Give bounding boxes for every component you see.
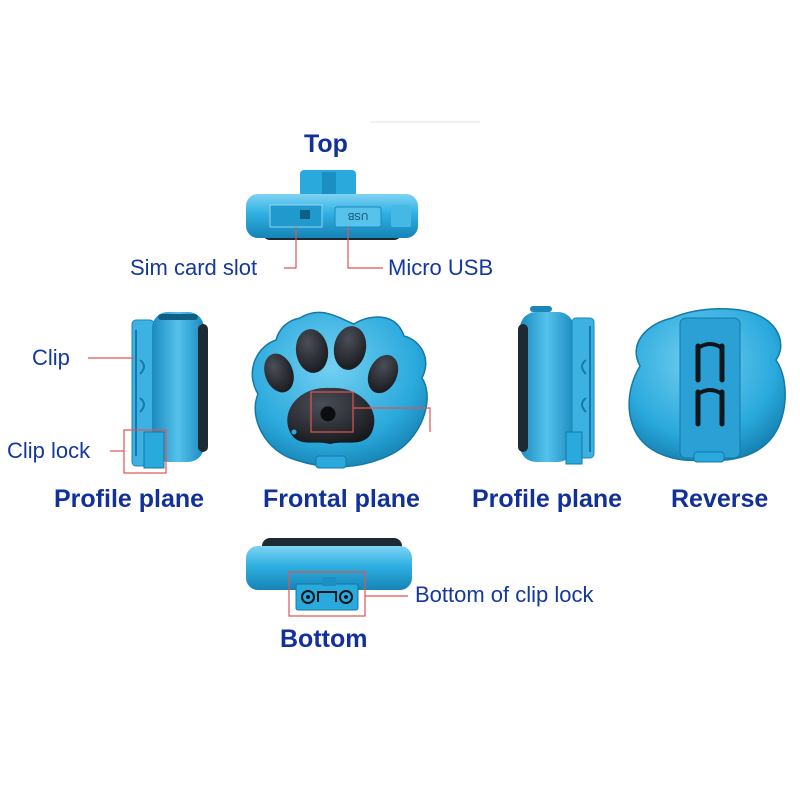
- view-title-frontal: Frontal plane: [263, 485, 420, 513]
- indicator-led: [291, 429, 297, 435]
- toe-pad-3: [333, 326, 367, 370]
- bottom-clip-lock-callout-box: [288, 571, 366, 617]
- toe-pad-1: [264, 353, 294, 393]
- bottom-device-body: [246, 546, 412, 590]
- clip-right: [571, 317, 595, 459]
- sim-slot-callout-line: [284, 227, 297, 269]
- sim-card-slot: [269, 204, 323, 228]
- top-view: USB: [246, 121, 480, 269]
- view-title-profile-left: Profile plane: [54, 485, 205, 513]
- toe-pad-4: [367, 354, 399, 394]
- frontal-view: [251, 311, 431, 469]
- callout-clip: Clip: [32, 345, 70, 370]
- frontal-callout-box: [310, 391, 354, 433]
- bottom-view: [246, 538, 412, 617]
- profile-left-view: [88, 312, 208, 474]
- profile-right-body: [520, 312, 574, 462]
- callout-bottom-of-clip-lock: Bottom of clip lock: [415, 582, 594, 607]
- view-title-bottom: Bottom: [280, 625, 368, 653]
- profile-right-view: [518, 306, 595, 465]
- clip-lock: [143, 431, 165, 469]
- reverse-view: [628, 308, 786, 463]
- callout-micro-usb: Micro USB: [388, 255, 494, 280]
- camera-icon: [319, 405, 337, 423]
- sim-card-icon: [300, 210, 310, 219]
- bottom-clip-lock: [295, 583, 359, 611]
- micro-usb-port: [334, 206, 382, 228]
- profile-left-body: [152, 312, 204, 462]
- toe-pad-2: [295, 329, 329, 373]
- view-title-top: Top: [304, 130, 348, 158]
- usb-port-label: USB: [347, 210, 368, 221]
- callout-sim-card-slot: Sim card slot: [130, 255, 258, 280]
- callout-clip-lock: Clip lock: [7, 438, 91, 463]
- view-title-reverse: Reverse: [671, 485, 769, 513]
- view-title-profile-right: Profile plane: [472, 485, 623, 513]
- usb-callout-line: [347, 227, 383, 269]
